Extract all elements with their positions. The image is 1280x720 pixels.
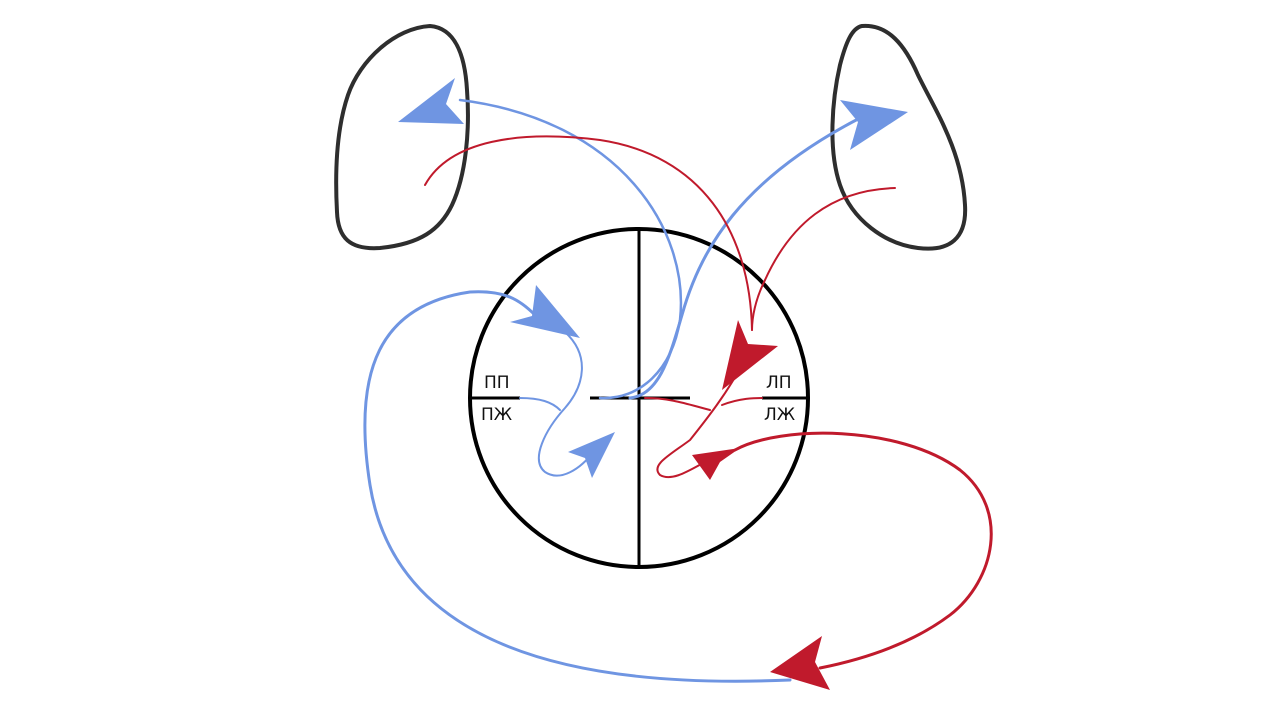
- venous-arrowhead-left-lung: [840, 100, 908, 150]
- arterial-pulmonary-vein-right: [424, 135, 753, 331]
- arterial-atrium-to-ventricle: [656, 371, 739, 479]
- right-lung-outline: [334, 24, 470, 251]
- venous-right-ventricle-stroke: [519, 397, 561, 411]
- venous-flow: [363, 78, 908, 683]
- label-left-ventricle: ЛЖ: [764, 405, 795, 425]
- arterial-arrowhead-left-atrium: [722, 320, 778, 390]
- arterial-pulmonary-vein-left: [751, 187, 896, 331]
- label-right-ventricle: ПЖ: [481, 405, 512, 425]
- arterial-left-ventricle-stroke: [644, 397, 711, 411]
- left-lung-outline: [830, 23, 968, 251]
- arterial-left-ventricle-stroke-2: [721, 397, 763, 406]
- venous-pulmonary-artery-left: [628, 116, 862, 400]
- venous-pulmonary-artery-right: [458, 98, 683, 400]
- venous-arrowhead-vena-cava: [510, 285, 580, 338]
- venous-arrowhead-right-lung: [398, 78, 464, 124]
- label-right-atrium: ПП: [484, 373, 510, 393]
- arterial-flow: [424, 135, 993, 690]
- arterial-arrowhead-left-ventricle: [692, 448, 740, 480]
- venous-arrowhead-right-ventricle: [568, 432, 615, 478]
- label-left-atrium: ЛП: [766, 373, 792, 393]
- venous-atrium-to-ventricle: [537, 331, 596, 477]
- venous-systemic-return: [363, 290, 792, 683]
- arterial-aorta-loop: [733, 431, 993, 670]
- arterial-arrowhead-body: [770, 636, 830, 690]
